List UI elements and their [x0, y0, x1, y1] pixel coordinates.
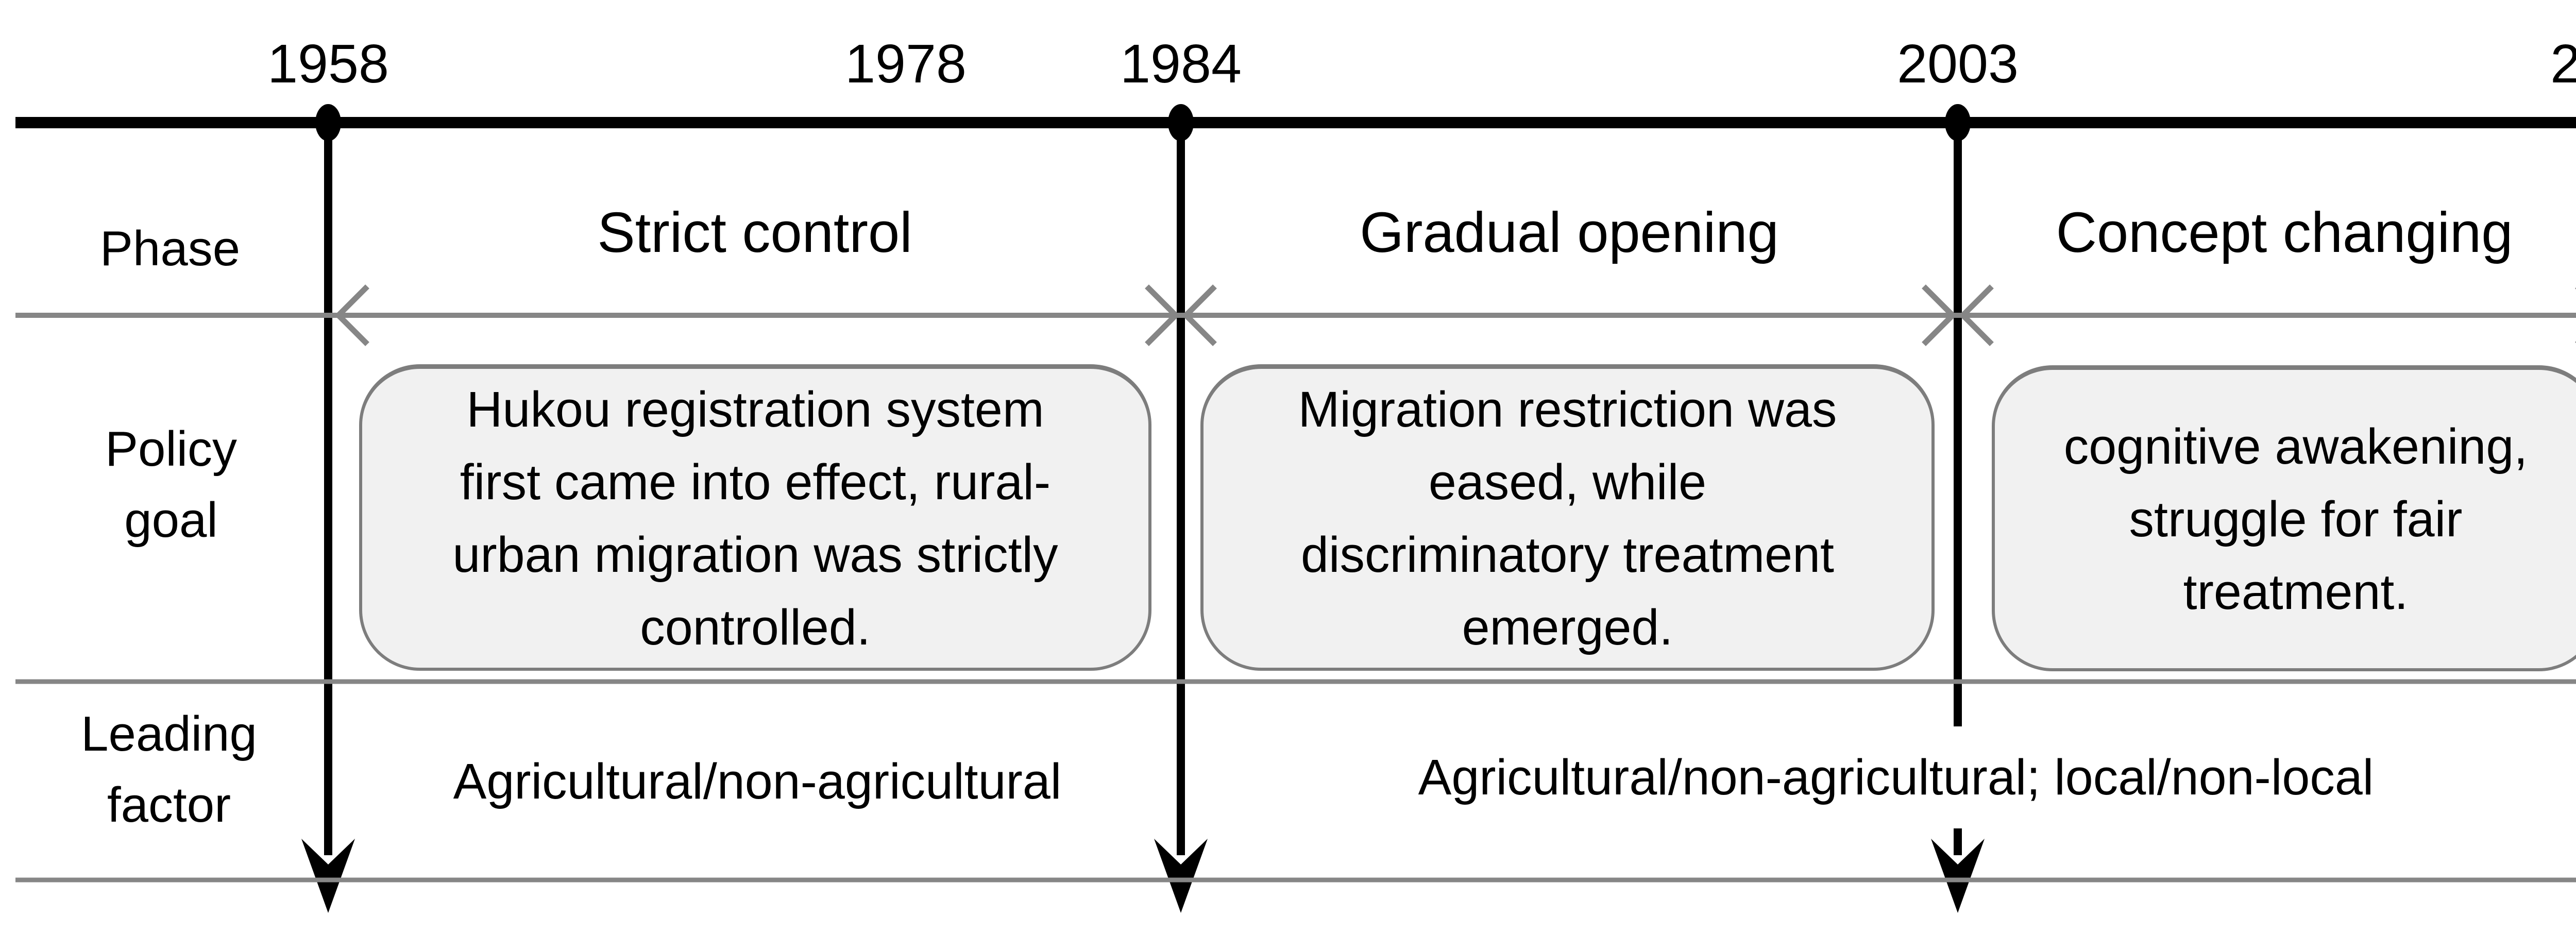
row-label-leading-factor: Leading factor — [81, 706, 257, 833]
phase-title-strict-control: Strict control — [597, 201, 912, 264]
phase-title-concept-changing: Concept changing — [2056, 201, 2513, 264]
phase-arrow-chevron-right-2003 — [1922, 284, 1957, 346]
year-label-1978: 1978 — [845, 33, 967, 94]
year-line-bottom-arrow-1958 — [301, 839, 355, 913]
year-marker-dot-2003 — [1945, 104, 1971, 141]
phase-arrow-chevron-left-2003 — [1959, 284, 1994, 346]
phase-title-gradual-opening: Gradual opening — [1360, 201, 1779, 264]
year-label-1958: 1958 — [267, 33, 389, 94]
policy-goal-box-gradual-opening: Migration restriction was eased, while d… — [1200, 364, 1935, 671]
leading-factor-1958-1984: Agricultural/non-agricultural — [453, 753, 1062, 809]
year-marker-dot-1958 — [315, 104, 341, 141]
year-marker-dot-1984 — [1168, 104, 1194, 141]
policy-goal-box-strict-control: Hukou registration system first came int… — [359, 364, 1151, 671]
year-line-bottom-arrow-2003 — [1931, 839, 1985, 913]
year-label-2014: 2014 — [2550, 33, 2576, 94]
policy-goal-box-concept-changing: cognitive awakening, struggle for fair t… — [1992, 365, 2576, 671]
row-label-policy-goal: Policy goal — [105, 421, 238, 548]
phase-arrow-chevron-left-1984 — [1182, 284, 1217, 346]
row-label-phase: Phase — [99, 221, 241, 276]
year-line-bottom-arrow-1984 — [1154, 839, 1208, 913]
year-label-2003: 2003 — [1897, 33, 2019, 94]
leading-factor-1984-2014: Agricultural/non-agricultural; local/non… — [1278, 726, 2514, 828]
phase-arrow-chevron-left-1958 — [334, 284, 369, 346]
year-label-1984: 1984 — [1120, 33, 1242, 94]
phase-arrow-chevron-right-1984 — [1145, 284, 1180, 346]
